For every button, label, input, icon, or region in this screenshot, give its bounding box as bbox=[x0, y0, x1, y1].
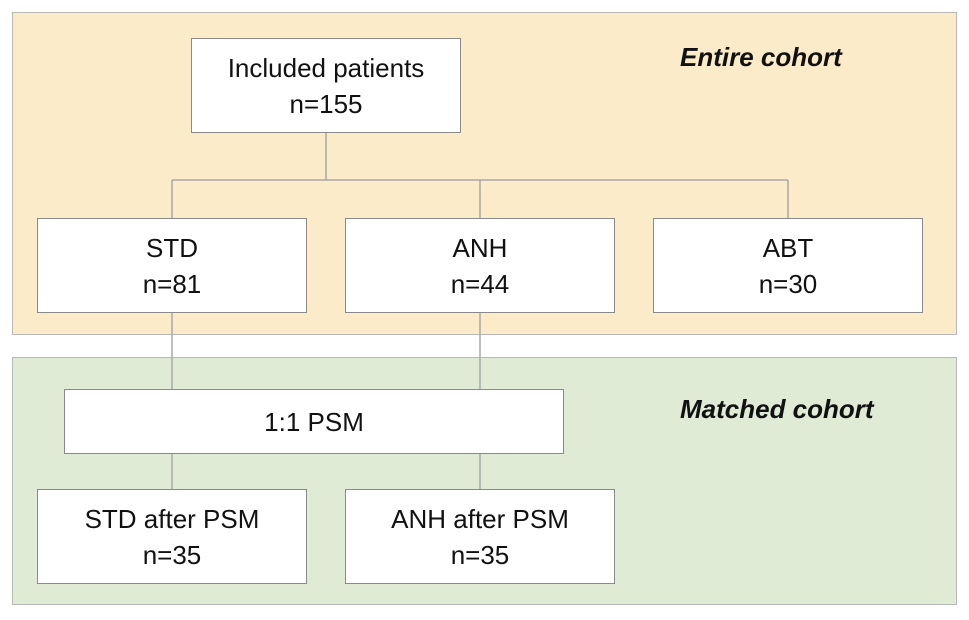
std-box: STD n=81 bbox=[37, 218, 307, 313]
anh-after-psm-box: ANH after PSM n=35 bbox=[345, 489, 615, 584]
matched-cohort-label: Matched cohort bbox=[680, 394, 874, 424]
std-count: n=81 bbox=[142, 268, 202, 299]
anh-title: ANH bbox=[452, 232, 508, 263]
abt-title: ABT bbox=[762, 232, 814, 263]
included-patients-box: Included patients n=155 bbox=[191, 38, 461, 133]
std-title: STD bbox=[146, 232, 198, 263]
included-patients-title: Included patients bbox=[227, 52, 425, 83]
psm-title: 1:1 PSM bbox=[264, 406, 364, 437]
std-after-psm-title: STD after PSM bbox=[84, 503, 260, 534]
psm-box: 1:1 PSM bbox=[64, 389, 564, 454]
abt-count: n=30 bbox=[758, 268, 818, 299]
anh-after-psm-count: n=35 bbox=[450, 539, 510, 570]
std-after-psm-box: STD after PSM n=35 bbox=[37, 489, 307, 584]
anh-box: ANH n=44 bbox=[345, 218, 615, 313]
abt-box: ABT n=30 bbox=[653, 218, 923, 313]
entire-cohort-label: Entire cohort bbox=[680, 42, 842, 72]
std-after-psm-count: n=35 bbox=[142, 539, 202, 570]
anh-count: n=44 bbox=[450, 268, 510, 299]
anh-after-psm-title: ANH after PSM bbox=[391, 503, 569, 534]
included-patients-count: n=155 bbox=[289, 88, 363, 119]
